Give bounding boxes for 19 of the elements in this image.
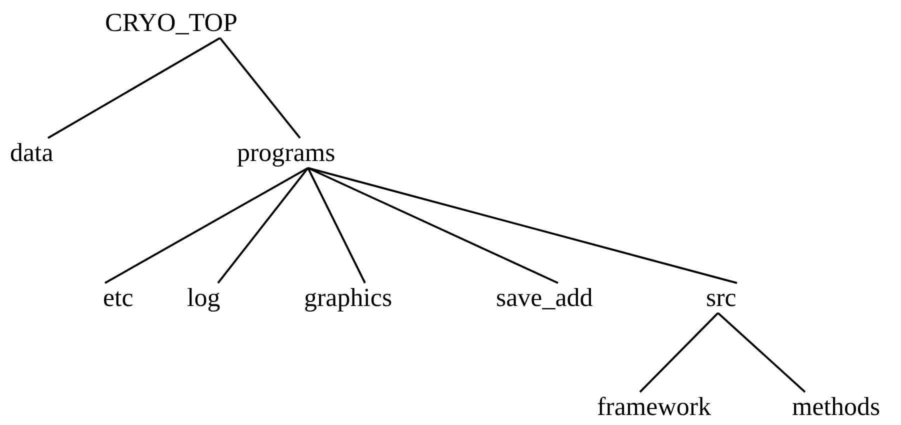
tree-line bbox=[308, 167, 738, 284]
folder-name: graphics bbox=[304, 283, 392, 313]
folder-name: framework bbox=[597, 392, 712, 422]
tree-line bbox=[219, 37, 301, 139]
tree-line bbox=[307, 168, 366, 284]
tree-line bbox=[639, 312, 719, 393]
folder-name: CRYO_TOP bbox=[105, 8, 238, 38]
tree-line bbox=[48, 37, 220, 139]
tree-line bbox=[717, 312, 806, 393]
folder-name: methods bbox=[792, 392, 880, 422]
folder-name: etc bbox=[103, 283, 134, 313]
tree-line bbox=[308, 167, 558, 284]
folder-name: data bbox=[10, 138, 54, 168]
tree-line bbox=[217, 167, 309, 284]
tree-line bbox=[104, 167, 308, 284]
folder-name: log bbox=[187, 283, 220, 313]
folder-name: save_add bbox=[496, 283, 593, 313]
folder-name: src bbox=[706, 283, 736, 313]
folder-name: programs bbox=[237, 138, 336, 168]
